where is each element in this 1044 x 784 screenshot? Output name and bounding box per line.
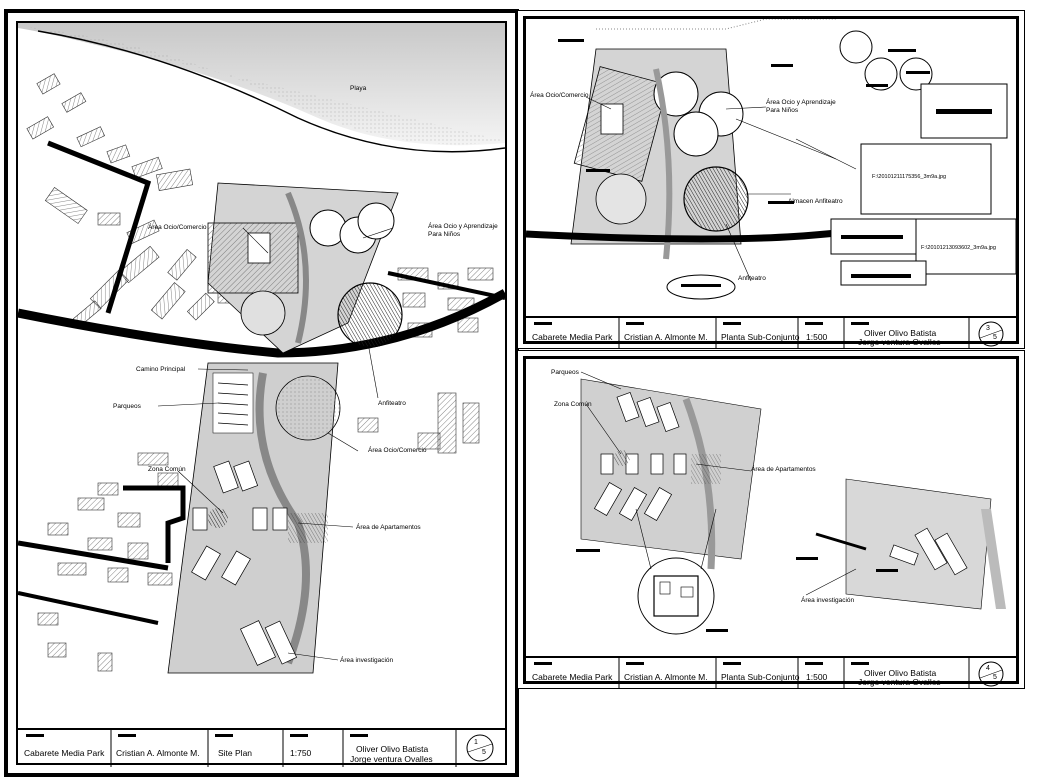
- s4-label-common-zone: Zona Común: [554, 401, 592, 408]
- tb3-scale: 1:500: [806, 332, 828, 342]
- tb3-project: Cabarete Media Park: [532, 332, 613, 342]
- subset-sheet-4-frame: Parqueos Zona Común Área de Apartamentos…: [523, 356, 1019, 689]
- site-plan-sheet: Playa Área Ocio/Comercio Área Ocio y Apr…: [4, 9, 519, 777]
- tb-sheet-total: 5: [482, 749, 486, 756]
- subset-sheet-4: Parqueos Zona Común Área de Apartamentos…: [517, 350, 1025, 689]
- tb4-advisor-1: Oliver Olivo Batista: [864, 668, 937, 678]
- tb3-advisor-2: Jorge ventura Ovalles: [858, 337, 941, 347]
- tb4-sheet-total: 5: [993, 674, 997, 681]
- title-block: Cabarete Media Park Cristian A. Almonte …: [18, 728, 505, 767]
- s3-label-leisure-learning-1: Área Ocio y Aprendizaje: [766, 99, 836, 106]
- label-research: Área investigación: [340, 657, 394, 664]
- s4-label-apartments: Área de Apartamentos: [751, 466, 816, 473]
- tb-project: Cabarete Media Park: [24, 748, 105, 758]
- site-plan-inner-frame: Playa Área Ocio/Comercio Área Ocio y Apr…: [16, 21, 507, 767]
- tb4-author: Cristian A. Almonte M.: [624, 672, 708, 682]
- s3-label-leisure-commerce: Área Ocio/Comercio: [530, 92, 589, 99]
- tb4-scale: 1:500: [806, 672, 828, 682]
- label-main-road: Camino Principal: [136, 366, 186, 373]
- label-leisure-learning-2: Para Niños: [428, 231, 461, 238]
- subset-sheet-3: Área Ocio/Comercio Área Ocio y Aprendiza…: [517, 10, 1025, 349]
- s4-label-parking: Parqueos: [551, 369, 579, 376]
- tb-drawing: Site Plan: [218, 748, 253, 758]
- tb-scale: 1:750: [290, 748, 312, 758]
- title-block-3: Cabarete Media Park Cristian A. Almonte …: [526, 316, 1016, 349]
- s3-label-amphitheater-storage: Almacen Anfiteatro: [788, 198, 843, 205]
- tb4-sheet-num: 4: [986, 665, 990, 672]
- label-amphitheater: Anfiteatro: [378, 400, 406, 407]
- tb-author: Cristian A. Almonte M.: [116, 748, 200, 758]
- s3-label-amphitheater: Anfiteatro: [738, 275, 766, 282]
- tb-sheet-num: 1: [474, 739, 478, 746]
- title-block-4: Cabarete Media Park Cristian A. Almonte …: [526, 656, 1016, 689]
- subset-4-drawing: [576, 371, 1006, 635]
- s3-label-image-ref-1: F:\20101211175356_3m9a.jpg: [872, 174, 947, 180]
- label-leisure-commerce: Área Ocio/Comercio: [148, 224, 207, 231]
- tb3-drawing: Planta Sub-Conjunto: [721, 332, 800, 342]
- tb4-project: Cabarete Media Park: [532, 672, 613, 682]
- tb-advisor-2: Jorge ventura Ovalles: [350, 754, 433, 764]
- s3-label-image-ref-2: F:\20101213093602_3m9a.jpg: [921, 245, 996, 251]
- subset-3-drawing: [526, 19, 1016, 300]
- tb3-author: Cristian A. Almonte M.: [624, 332, 708, 342]
- subset-sheet-3-frame: Área Ocio/Comercio Área Ocio y Aprendiza…: [523, 16, 1019, 349]
- site-plan-drawing: [18, 23, 505, 674]
- s4-label-research: Área investigación: [801, 597, 855, 604]
- label-leisure-learning-1: Área Ocio y Aprendizaje: [428, 223, 498, 230]
- tb3-advisor-1: Oliver Olivo Batista: [864, 328, 937, 338]
- label-leisure-commerce-2: Área Ocio/Comercio: [368, 447, 427, 454]
- label-parking: Parqueos: [113, 403, 141, 410]
- tb4-drawing: Planta Sub-Conjunto: [721, 672, 800, 682]
- tb3-sheet-num: 3: [986, 325, 990, 332]
- label-beach: Playa: [350, 85, 367, 92]
- tb4-advisor-2: Jorge ventura Ovalles: [858, 677, 941, 687]
- label-apartments: Área de Apartamentos: [356, 524, 421, 531]
- label-common-zone: Zona Común: [148, 466, 186, 473]
- tb3-sheet-total: 5: [993, 334, 997, 341]
- s3-label-leisure-learning-2: Para Niños: [766, 107, 799, 114]
- tb-advisor-1: Oliver Olivo Batista: [356, 744, 429, 754]
